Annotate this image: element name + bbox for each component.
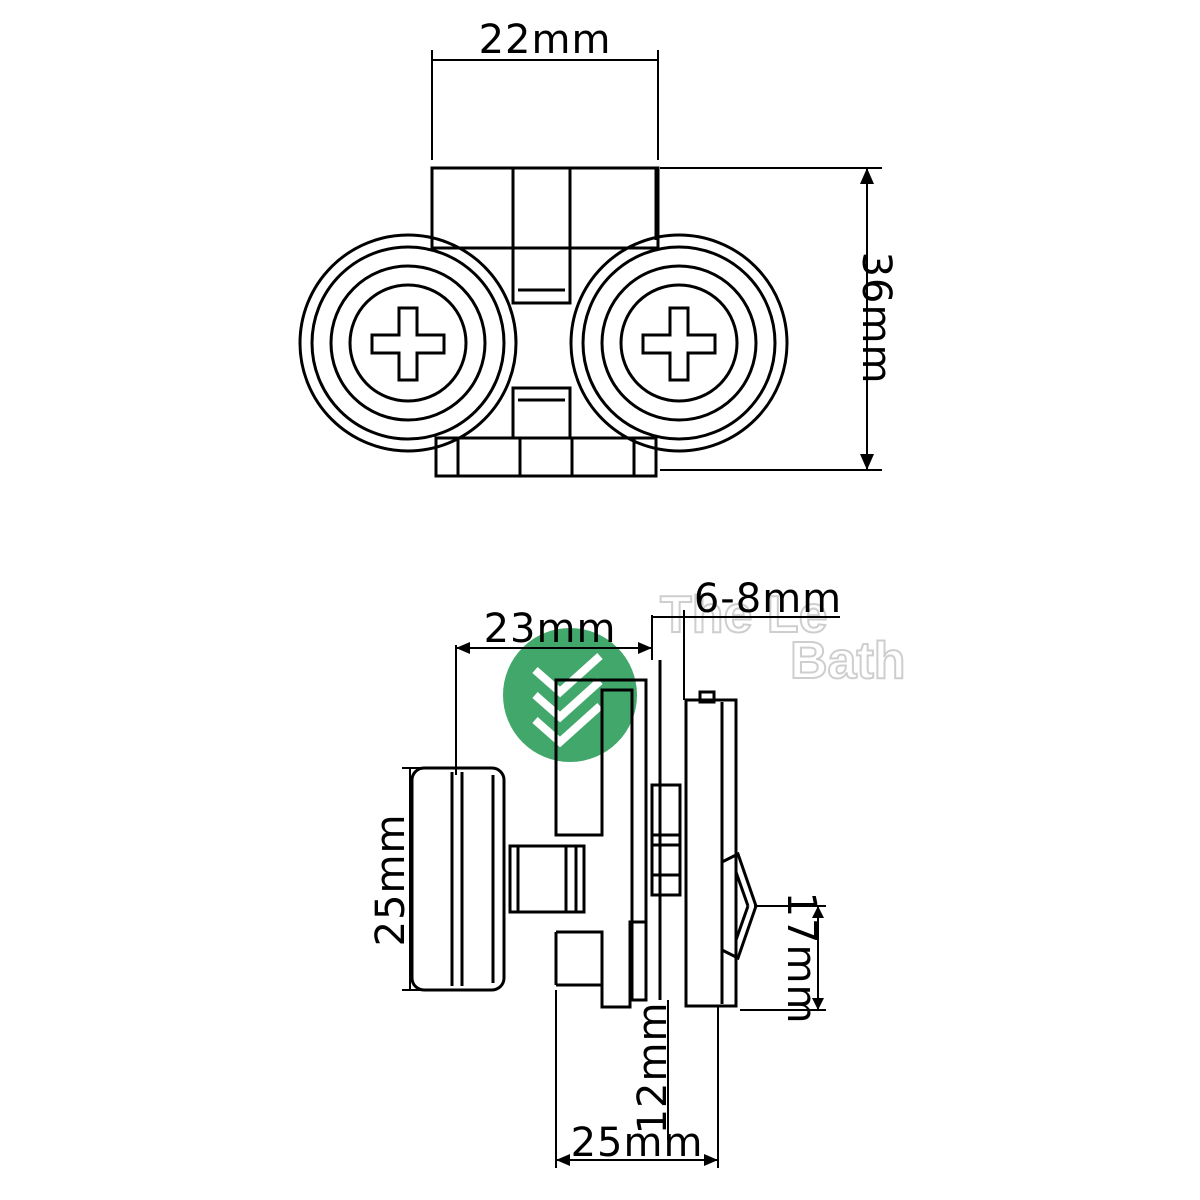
dimension-12mm: 12mm [630,1000,676,1140]
right-wheel [569,233,789,453]
screw-cross-icon [641,306,717,382]
dimension-36mm: 36mm [660,167,899,471]
clamp-plate [684,690,758,1008]
watermark-text-1: The Le [660,586,828,644]
bracket [554,660,682,1009]
side-view: 23mm 6-8mm [368,576,842,1168]
dimension-23mm: 23mm [455,606,653,775]
base-label: 25mm [571,1120,704,1166]
watermark-text-2: Bath [790,632,906,690]
dimension-25mm-wheel: 25mm [368,767,440,991]
screw-cross-icon [370,306,446,382]
left-wheel [298,233,518,453]
top-view: 22mm [298,17,899,478]
offset-label: 12mm [630,1002,676,1135]
dimension-22mm: 22mm [431,17,659,160]
wheel-label: 25mm [368,814,414,947]
width-label: 22mm [479,17,612,63]
dimension-17mm: 17mm [740,892,826,1025]
dimension-25mm-base: 25mm [555,990,719,1168]
eccentric-label: 17mm [778,892,824,1025]
height-label: 36mm [853,252,899,385]
glass-label: 6-8mm [694,576,842,622]
side-wheel [410,766,586,992]
dimension-6-8mm: 6-8mm [652,576,842,700]
watermark: The Le Bath [503,585,907,762]
roller-body [430,166,660,478]
depth-label: 23mm [484,606,617,652]
